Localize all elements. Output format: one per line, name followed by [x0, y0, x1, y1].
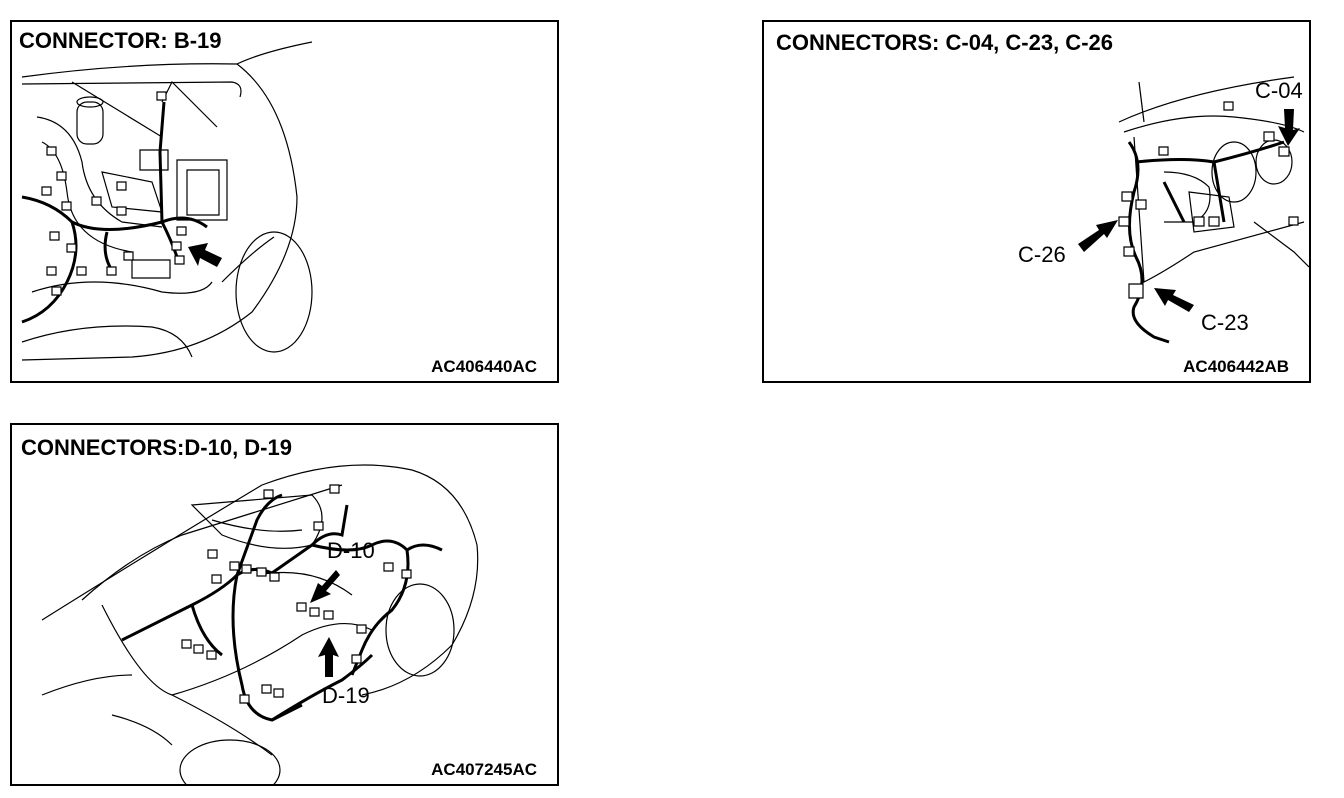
- panel-title: CONNECTORS:D-10, D-19: [21, 435, 292, 460]
- figure-code: AC406442AB: [1183, 357, 1289, 376]
- panel-connector-b19: CONNECTOR: B-19 AC406440AC: [10, 20, 559, 383]
- solid-arrow-icon: [188, 243, 222, 267]
- figure-code: AC406440AC: [431, 357, 537, 376]
- callout-c26: C-26: [1018, 242, 1066, 267]
- solid-arrow-icon: [318, 637, 339, 677]
- solid-arrow-icon: [1078, 220, 1118, 252]
- panel-connectors-d10-d19: CONNECTORS:D-10, D-19 D-10 D-19 AC407245…: [10, 423, 559, 786]
- vehicle-body-drawing: [12, 425, 557, 784]
- solid-arrow-icon: [310, 570, 340, 603]
- solid-arrow-icon: [1278, 109, 1300, 146]
- solid-arrow-icon: [1154, 288, 1194, 312]
- callout-d19: D-19: [322, 683, 370, 708]
- figure-code: AC407245AC: [431, 760, 537, 779]
- callout-c23: C-23: [1201, 310, 1249, 335]
- callout-d10: D-10: [327, 538, 375, 563]
- panel-title: CONNECTORS: C-04, C-23, C-26: [776, 30, 1113, 55]
- engine-bay-drawing: [12, 22, 557, 381]
- panel-connectors-c04-c23-c26: CONNECTORS: C-04, C-23, C-26 C-04 C-26 C…: [762, 20, 1311, 383]
- callout-c04: C-04: [1255, 78, 1303, 103]
- instrument-panel-drawing: [1078, 22, 1309, 381]
- panel-title: CONNECTOR: B-19: [19, 28, 222, 53]
